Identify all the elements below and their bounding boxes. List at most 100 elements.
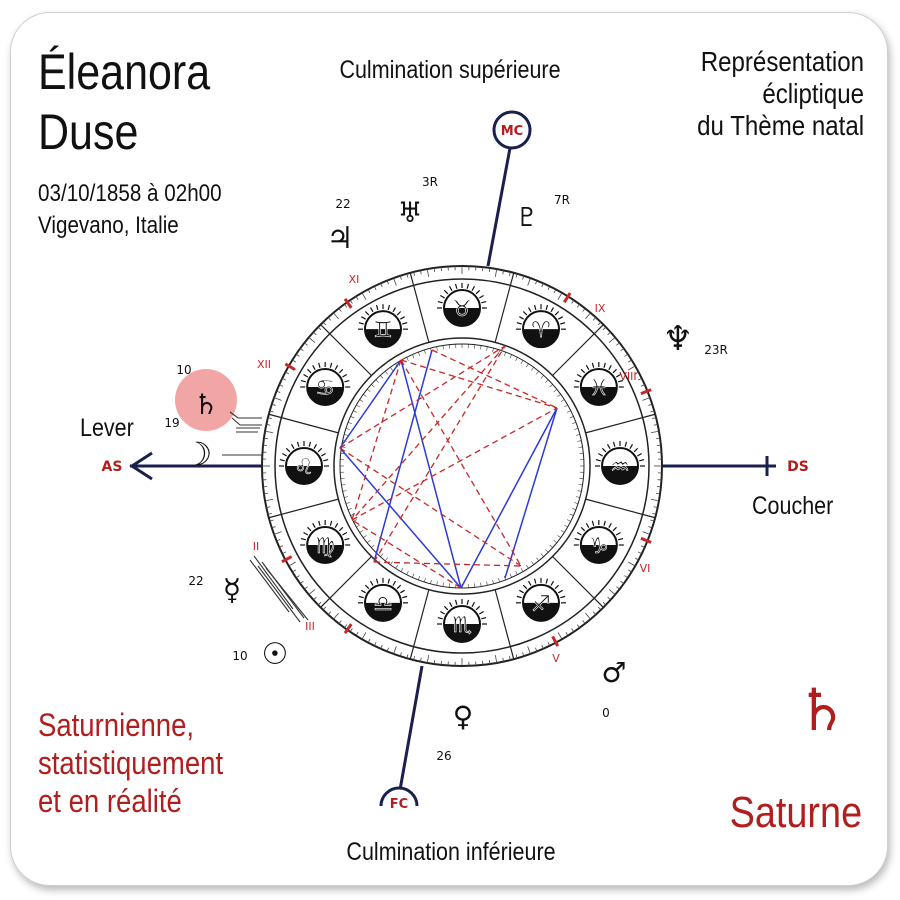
inner-degree-tick	[486, 346, 488, 351]
degree-tick	[527, 277, 531, 286]
inner-degree-tick	[347, 507, 352, 511]
inner-degree-tick	[545, 379, 549, 383]
planet-degree: 7R	[554, 193, 570, 207]
inner-degree-tick	[442, 345, 444, 350]
inner-degree-tick	[535, 370, 540, 375]
degree-tick	[488, 660, 491, 665]
svg-text:♌: ♌	[294, 455, 314, 480]
gemini-sign-icon: ♊	[358, 304, 408, 349]
saturn-icon: ♄	[193, 388, 218, 421]
scorpio-sign-icon: ♏	[437, 599, 487, 643]
house-cusp-mark	[563, 292, 572, 304]
degree-tick	[651, 498, 660, 502]
sign-divider	[585, 413, 656, 434]
sign-divider	[320, 556, 372, 608]
planet-degree: 10	[232, 649, 247, 663]
inner-degree-tick	[569, 513, 574, 516]
house-label: V	[552, 652, 560, 665]
midheaven-marker	[492, 110, 532, 150]
degree-tick	[502, 657, 504, 662]
degree-tick	[373, 286, 377, 291]
degree-tick	[285, 371, 290, 375]
inner-degree-tick	[515, 357, 518, 362]
inner-degree-tick	[380, 553, 384, 557]
degree-tick	[616, 586, 620, 590]
degree-tick	[502, 270, 504, 275]
inner-degree-tick	[423, 349, 426, 354]
pluto-planet: ♇ 7R	[515, 193, 570, 233]
planet-pointer-lines	[222, 411, 309, 623]
house-cusp-mark	[551, 635, 560, 647]
pluto-icon: ♇	[515, 203, 538, 233]
sun-icon: ☉	[262, 637, 289, 672]
inner-degree-tick	[575, 496, 580, 498]
degree-tick	[509, 271, 511, 276]
sign-divider	[320, 324, 372, 376]
degree-tick	[628, 365, 636, 371]
zodiac-outer-circle	[274, 278, 650, 654]
degree-tick	[616, 342, 620, 346]
subtitle-line: du Thème natal	[697, 110, 864, 141]
degree-tick	[650, 519, 655, 522]
aries-sign-icon: ♈	[516, 304, 566, 349]
inner-degree-tick	[553, 388, 558, 393]
svg-text:♋: ♋	[315, 376, 335, 401]
degree-tick	[338, 308, 342, 312]
svg-text:♏: ♏	[452, 613, 472, 638]
inner-degree-tick	[430, 579, 432, 584]
house-label: II	[253, 540, 260, 553]
inner-degree-tick	[525, 564, 529, 569]
inner-degree-tick	[363, 394, 367, 397]
jupiter-icon: ♃	[327, 221, 354, 256]
aspect-line-square	[339, 447, 522, 567]
venus-planet: ♀26	[436, 700, 473, 763]
sign-divider	[552, 556, 604, 608]
inner-degree-tick	[371, 384, 375, 388]
degree-tick	[271, 526, 276, 529]
degree-tick	[386, 647, 389, 652]
degree-tick	[640, 384, 645, 387]
degree-tick	[308, 337, 316, 343]
house-cusp-mark	[284, 362, 296, 371]
degree-tick	[304, 586, 308, 590]
upper-culmination-label: Culmination supérieure	[339, 56, 561, 84]
degree-tick	[317, 601, 322, 606]
inner-degree-tick	[492, 579, 494, 584]
degree-tick	[308, 589, 316, 595]
degree-tick	[399, 275, 402, 280]
house-cusp-mark	[640, 388, 652, 396]
svg-text:♈: ♈	[531, 318, 551, 343]
person-first-name: Éleanora	[38, 44, 211, 100]
degree-tick	[426, 655, 430, 664]
aspect-line-trine	[400, 359, 462, 589]
degree-tick	[642, 397, 651, 401]
aspect-line-square	[339, 345, 506, 449]
aspect-line-square	[351, 359, 402, 521]
subtitle-line: Représentation	[700, 46, 864, 77]
inner-degree-tick	[503, 576, 507, 581]
inner-degree-tick	[525, 363, 529, 368]
inner-degree-tick	[480, 345, 482, 350]
house-label: XII	[257, 358, 271, 371]
degree-tick	[355, 632, 359, 636]
degree-tick	[317, 326, 322, 331]
saturn-symbol-large: ♄	[796, 676, 848, 744]
degree-tick	[602, 601, 607, 606]
sign-divider	[409, 272, 430, 343]
degree-tick	[393, 646, 397, 655]
degree-tick	[349, 299, 353, 304]
rising-label: Lever	[80, 414, 134, 442]
degree-tick	[269, 410, 274, 413]
inner-degree-tick	[356, 524, 360, 528]
degree-tick	[557, 292, 563, 300]
sign-divider	[494, 589, 515, 660]
inner-degree-tick	[380, 375, 384, 379]
sign-divider	[552, 324, 604, 376]
house-cusp-mark	[640, 536, 652, 544]
mars-icon: ♂	[601, 656, 626, 689]
jupiter-planet: ♃22	[327, 197, 354, 256]
degree-tick	[292, 569, 296, 573]
degree-tick	[585, 312, 591, 320]
degree-tick	[338, 620, 342, 624]
